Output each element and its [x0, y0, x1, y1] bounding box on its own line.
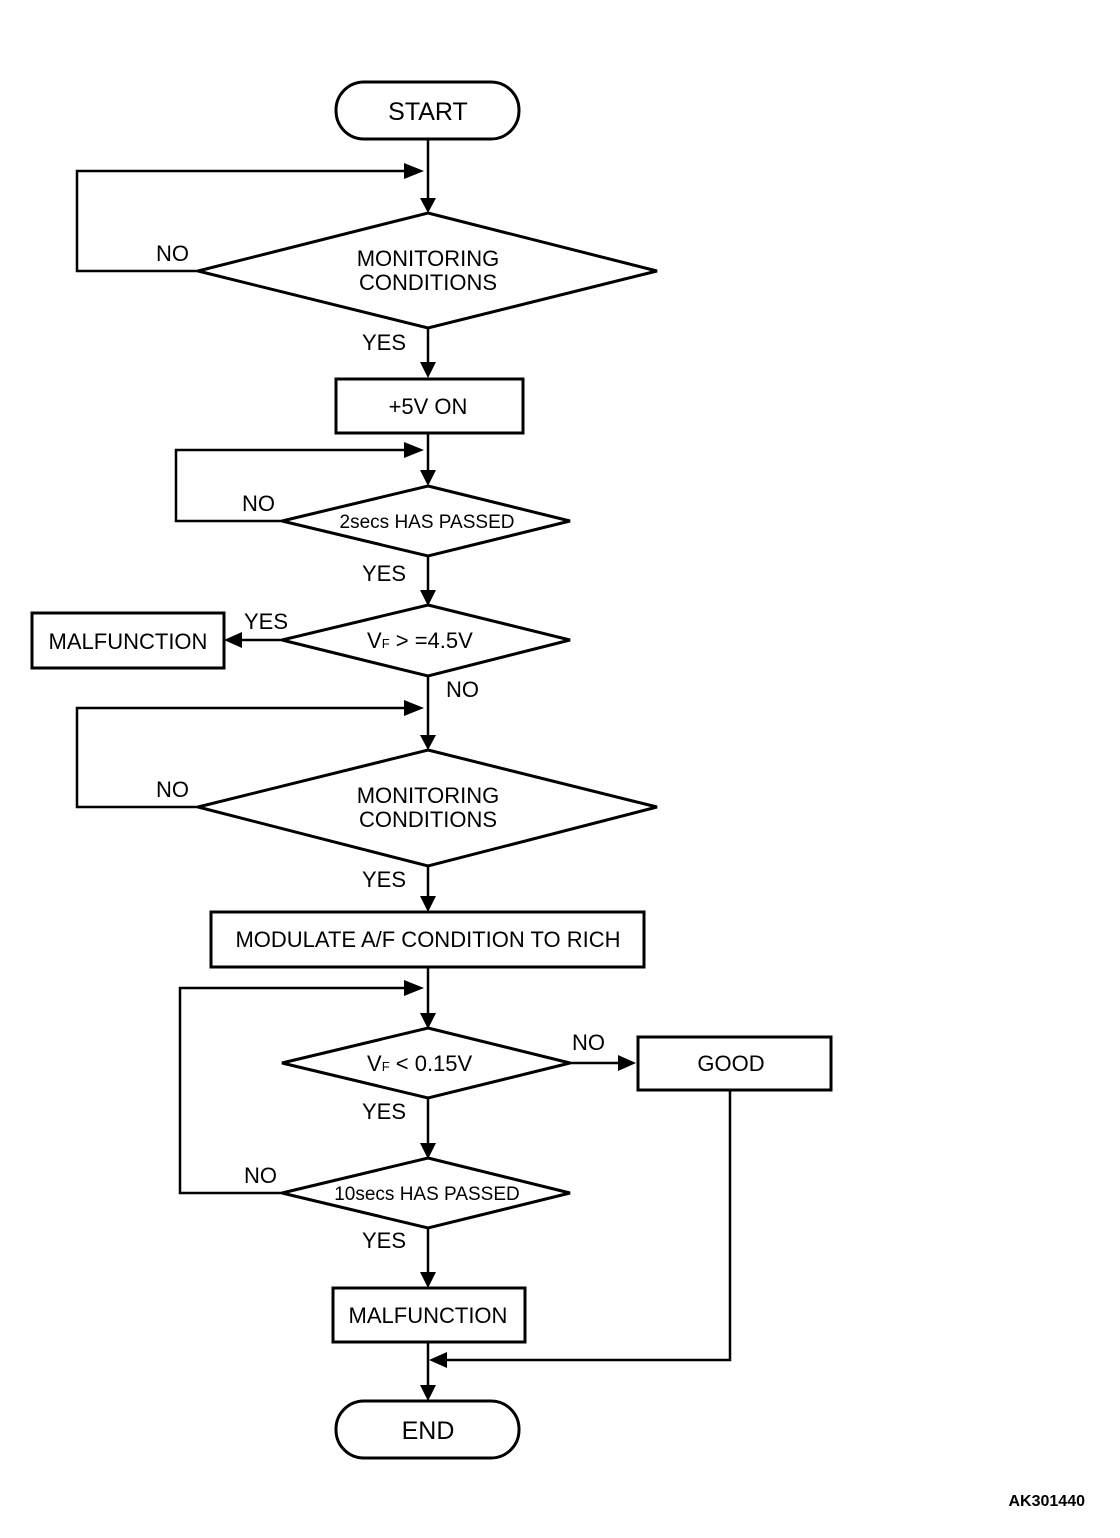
process-label: +5V ON — [389, 394, 468, 419]
malfunction-process-left: MALFUNCTION — [30, 611, 226, 670]
decision-label: 10secs HAS PASSED — [334, 1184, 520, 1205]
arrow-down — [420, 1013, 436, 1029]
vf-subscript: F — [382, 636, 390, 651]
yes-label: YES — [362, 1228, 406, 1253]
monitoring-conditions-decision-1: MONITORING CONDITIONS — [197, 211, 658, 330]
arrow-down — [420, 1385, 436, 1401]
vf-low-decision: VF < 0.15V — [281, 1026, 571, 1100]
start-label: START — [388, 98, 468, 126]
two-secs-passed-decision: 2secs HAS PASSED — [281, 484, 571, 558]
start-terminal: START — [334, 80, 521, 141]
vf-subscript: F — [382, 1059, 390, 1074]
malfunction-process-bottom: MALFUNCTION — [331, 1286, 527, 1344]
good-process: GOOD — [636, 1035, 833, 1092]
arrow-left — [224, 632, 242, 648]
decision-label-line2: CONDITIONS — [359, 270, 497, 295]
connectors — [75, 140, 732, 1387]
no-label: NO — [156, 241, 189, 266]
arrow-down — [420, 735, 436, 750]
vf-symbol: V — [367, 1051, 382, 1076]
decision-label-line1: MONITORING — [357, 783, 500, 808]
arrow-down — [420, 198, 436, 213]
decision-label: 2secs HAS PASSED — [340, 512, 515, 533]
arrow-right — [404, 980, 424, 996]
no-label: NO — [244, 1163, 277, 1188]
arrow-right — [618, 1055, 636, 1071]
no-label: NO — [242, 491, 275, 516]
arrow-down — [420, 590, 436, 606]
end-terminal: END — [334, 1399, 521, 1460]
modulate-af-process: MODULATE A/F CONDITION TO RICH — [209, 910, 646, 969]
arrow-left — [429, 1352, 447, 1368]
process-label: MALFUNCTION — [49, 629, 208, 654]
yes-label: YES — [362, 561, 406, 586]
decision-label: VF > =4.5V — [367, 628, 473, 653]
branch-labels: NO YES NO YES YES NO NO YES NO YES NO YE… — [156, 241, 605, 1253]
vf-high-decision: VF > =4.5V — [281, 603, 571, 678]
decision-label-line1: MONITORING — [357, 246, 500, 271]
arrow-right — [404, 163, 424, 179]
monitoring-conditions-decision-2: MONITORING CONDITIONS — [197, 748, 658, 868]
arrow-right — [404, 700, 424, 716]
decision-label: VF < 0.15V — [367, 1051, 473, 1076]
plus5v-on-process: +5V ON — [334, 377, 525, 435]
arrow-down — [420, 1143, 436, 1159]
yes-label: YES — [244, 609, 288, 634]
no-label: NO — [156, 777, 189, 802]
arrow-right — [404, 442, 424, 458]
vf-condition: < 0.15V — [390, 1051, 473, 1076]
arrow-down — [420, 470, 436, 486]
arrowheads — [224, 163, 636, 1401]
arrow-down — [420, 1272, 436, 1288]
no-label: NO — [446, 677, 479, 702]
process-label: MODULATE A/F CONDITION TO RICH — [235, 927, 620, 952]
ten-secs-passed-decision: 10secs HAS PASSED — [281, 1156, 571, 1230]
process-label: GOOD — [697, 1051, 764, 1076]
yes-label: YES — [362, 330, 406, 355]
decision-label-line2: CONDITIONS — [359, 807, 497, 832]
vf-condition: > =4.5V — [390, 628, 474, 653]
vf-symbol: V — [367, 628, 382, 653]
arrow-down — [420, 896, 436, 912]
figure-id: AK301440 — [1009, 1493, 1086, 1510]
arrow-down — [420, 362, 436, 378]
no-label: NO — [572, 1030, 605, 1055]
yes-label: YES — [362, 1099, 406, 1124]
end-label: END — [402, 1417, 455, 1445]
process-label: MALFUNCTION — [349, 1303, 508, 1328]
yes-label: YES — [362, 867, 406, 892]
